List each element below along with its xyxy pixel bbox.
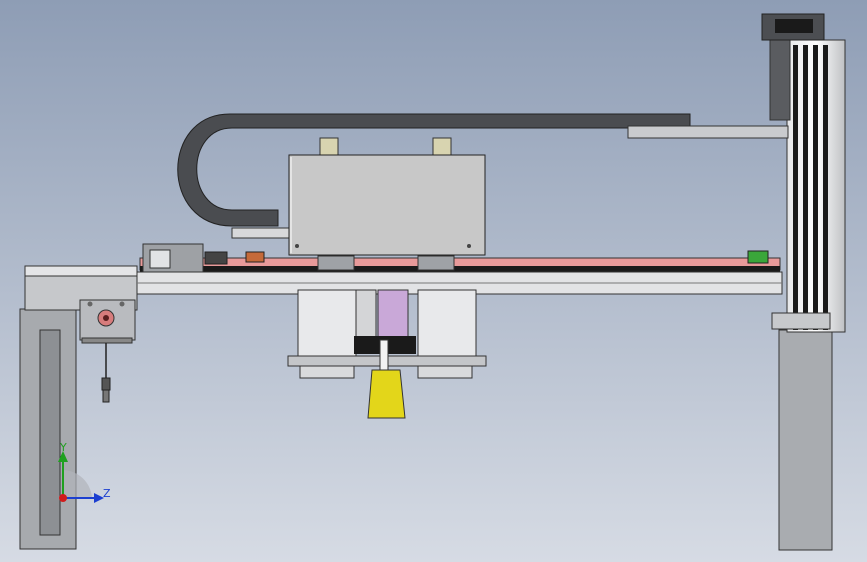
y-axis-label: Y: [59, 441, 67, 454]
coordinate-triad[interactable]: Y Z: [58, 441, 111, 503]
z-axis-label: Z: [103, 487, 111, 500]
y-axis-arrow-icon: [58, 451, 68, 462]
origin-marker-icon: [59, 494, 67, 502]
cross-beam: [136, 243, 783, 295]
gripper-head: [287, 289, 487, 419]
cable-chain: [177, 113, 789, 239]
right-tower: [761, 13, 846, 551]
left-motor-unit: [79, 299, 136, 403]
carriage-housing: [288, 137, 486, 256]
z-axis-arrow-icon: [94, 493, 104, 503]
left-pillar: [19, 265, 138, 550]
